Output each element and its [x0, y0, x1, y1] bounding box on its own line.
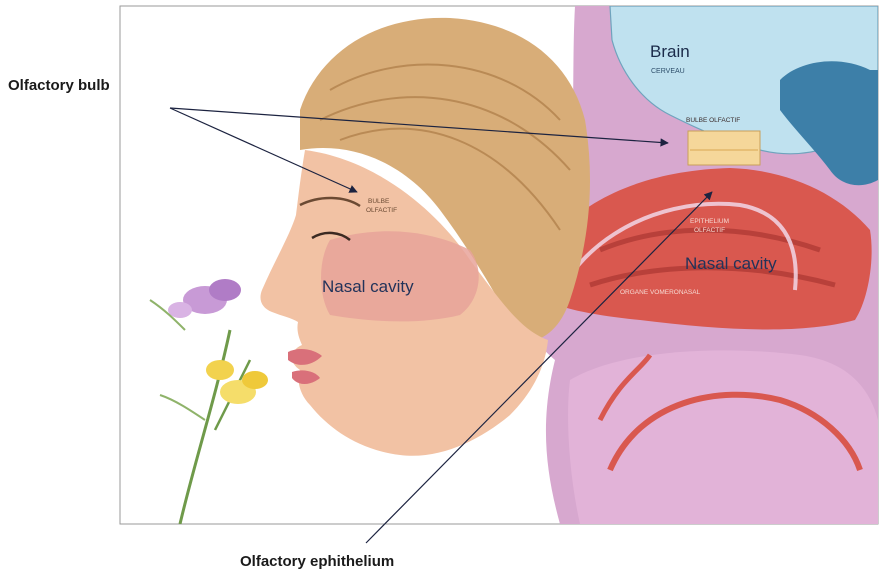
bulbe-face-label-1: BULBE — [368, 198, 390, 205]
nasal-cavity-face-label: Nasal cavity — [322, 277, 414, 296]
epithelium-fr-label-1: EPITHELIUM — [690, 218, 729, 225]
olfactory-epithelium-callout: Olfactory ephithelium — [240, 553, 394, 570]
bulbe-face-label-2: OLFACTIF — [366, 207, 397, 214]
epithelium-fr-label-2: OLFACTIF — [694, 227, 725, 234]
brain-label: Brain — [650, 42, 690, 61]
olfactory-bulb-highlight — [688, 131, 760, 165]
brain-fr-label: CERVEAU — [651, 68, 685, 75]
bulbe-section-label: BULBE OLFACTIF — [686, 117, 740, 124]
nasal-cavity-section-label: Nasal cavity — [685, 254, 777, 273]
organe-fr-label: ORGANE VOMERONASAL — [620, 289, 701, 296]
olfactory-bulb-callout: Olfactory bulb — [8, 77, 110, 94]
oral-cavity — [568, 350, 878, 524]
